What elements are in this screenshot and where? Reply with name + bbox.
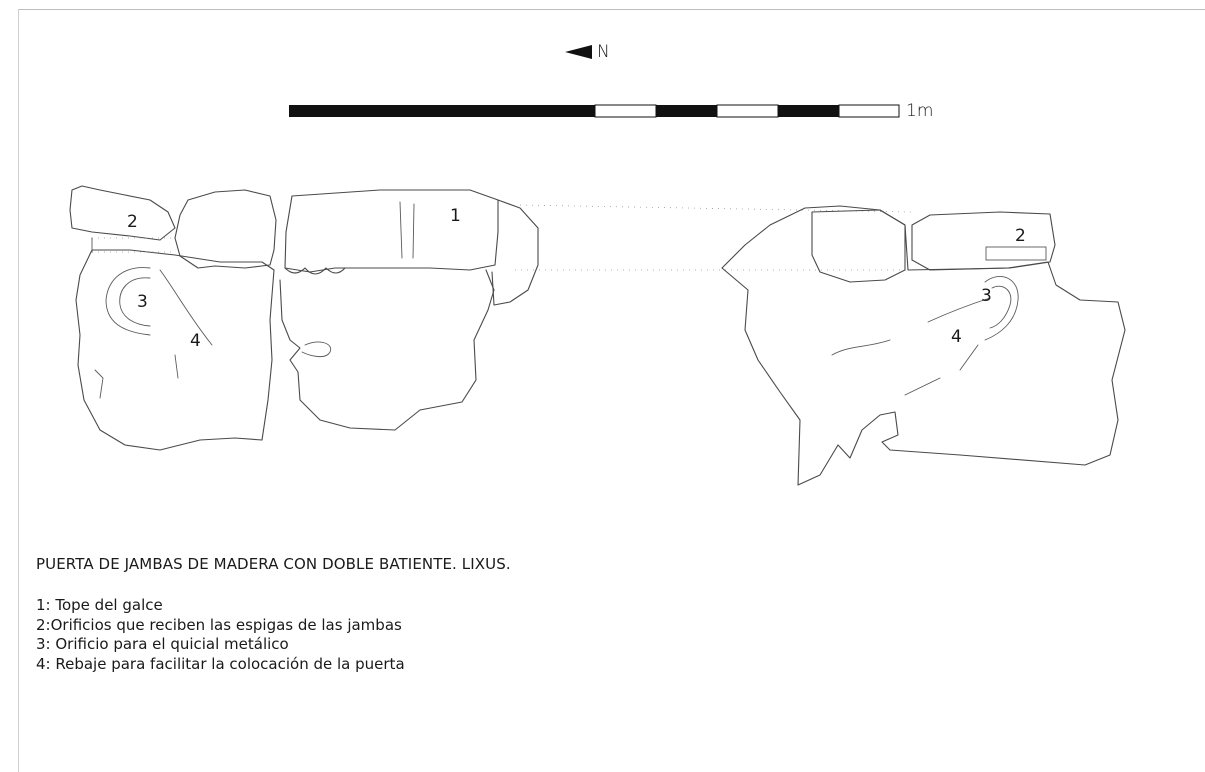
right-spigot-hole	[985, 246, 1047, 261]
legend-item: 1: Tope del galce	[36, 596, 163, 614]
legend-list: 1: Tope del galce 2:Orificios que recibe…	[36, 596, 405, 674]
legend-item: 2:Orificios que reciben las espigas de l…	[36, 615, 402, 634]
caption-title: PUERTA DE JAMBAS DE MADERA CON DOBLE BAT…	[36, 555, 511, 573]
frame-line-top	[18, 9, 1205, 10]
left-upper-block	[174, 189, 277, 269]
marker-right-4: 4	[951, 327, 962, 347]
central-galce-block	[284, 189, 499, 273]
marker-right-3: 3	[981, 286, 992, 306]
frame-line-left	[18, 9, 19, 772]
legend-item: 3: Orificio para el quicial metálico	[36, 635, 289, 653]
legend-item: 4: Rebaje para facilitar la colocación d…	[36, 654, 405, 673]
central-right-extension	[491, 199, 539, 306]
left-crack	[94, 369, 104, 399]
central-lower-body	[279, 269, 495, 431]
right-top-block	[911, 211, 1056, 271]
scale-bar	[289, 104, 900, 118]
right-inner-block	[811, 209, 906, 283]
left-top-block	[69, 185, 176, 241]
right-pivot-hole	[984, 276, 1019, 341]
north-label: N	[597, 42, 610, 62]
left-jamb-body	[75, 249, 275, 451]
galce-mark	[399, 201, 415, 259]
central-block-lumps	[284, 267, 346, 275]
central-hook	[301, 341, 332, 358]
marker-left-3: 3	[137, 292, 148, 312]
marker-left-1: 1	[450, 206, 461, 226]
scale-label: 1m	[906, 101, 934, 121]
marker-left-4: 4	[190, 331, 201, 351]
right-jamb-body	[721, 205, 1126, 486]
left-groove	[159, 269, 213, 379]
marker-right-2: 2	[1015, 226, 1026, 246]
right-jamb-drawing	[721, 205, 1126, 486]
north-arrow-icon	[565, 45, 592, 59]
right-groove	[927, 297, 991, 371]
left-pivot-hole	[105, 267, 151, 336]
right-crack	[831, 339, 941, 396]
marker-left-2: 2	[127, 212, 138, 232]
left-jamb-drawing	[69, 185, 539, 451]
